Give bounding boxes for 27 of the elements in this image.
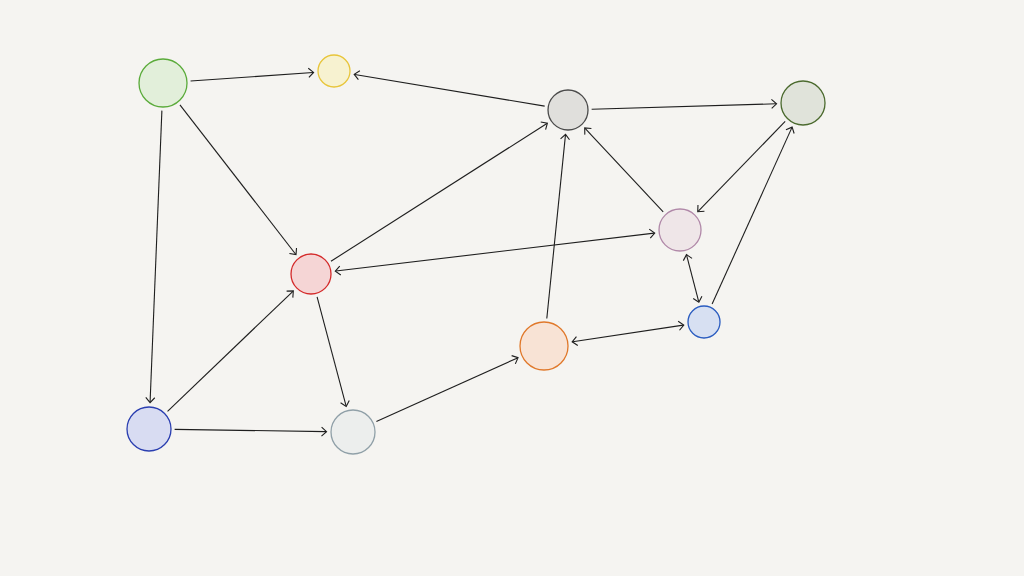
circle-node	[658, 208, 702, 252]
arrow	[375, 355, 519, 423]
circle-node	[780, 80, 826, 126]
arrow	[546, 133, 571, 320]
arrow	[316, 296, 350, 408]
arrow	[682, 253, 703, 303]
arrow	[174, 426, 328, 437]
circle-node	[547, 89, 589, 131]
arrow	[334, 228, 656, 276]
arrow	[571, 320, 685, 347]
arrow	[179, 104, 298, 256]
circle-node	[138, 58, 188, 108]
arrow	[591, 98, 778, 110]
arrow	[145, 110, 163, 404]
arrow	[190, 67, 315, 82]
circle-node	[126, 406, 172, 452]
arrow	[584, 127, 664, 213]
circle-node	[519, 321, 569, 371]
arrow	[353, 70, 546, 107]
circle-node	[317, 54, 351, 88]
arrow	[711, 126, 795, 305]
arrow	[330, 121, 549, 262]
arrow	[167, 290, 294, 412]
circle-node	[330, 409, 376, 455]
circle-node	[687, 305, 721, 339]
arrow	[697, 120, 786, 213]
circle-node	[290, 253, 332, 295]
